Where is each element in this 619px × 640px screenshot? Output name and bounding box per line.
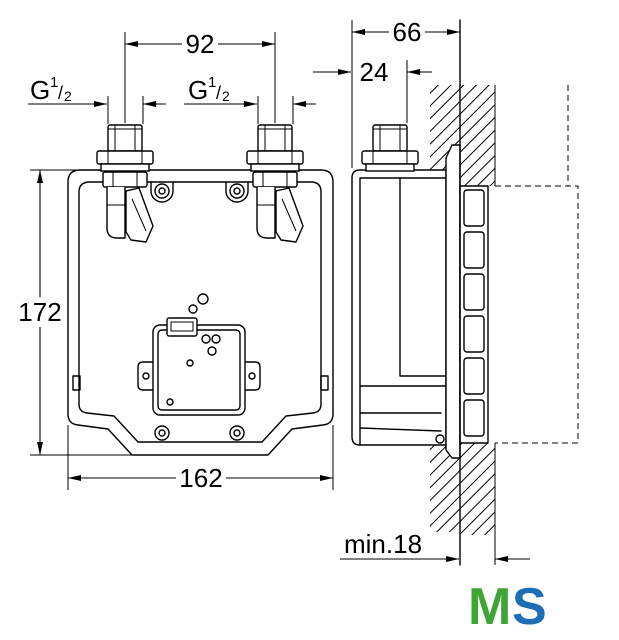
top-right-screw-boss bbox=[225, 181, 249, 203]
wall-hatch-right-top bbox=[460, 85, 495, 186]
thread-denominator: 2 bbox=[222, 88, 230, 104]
module-housing bbox=[152, 324, 246, 416]
plaster-guard-tab bbox=[463, 399, 485, 437]
dimension-label-66: 66 bbox=[393, 17, 422, 47]
plaster-guard-tab bbox=[463, 231, 485, 269]
thread-size-right: G 1 / 2 bbox=[184, 74, 316, 124]
dimension-label-min-18: min.18 bbox=[344, 529, 422, 559]
plaster-guard-tab bbox=[463, 189, 485, 227]
box-inner-outline bbox=[78, 181, 322, 443]
side-inlet-fitting bbox=[361, 124, 419, 172]
thread-letter: G bbox=[188, 75, 208, 105]
plaster-guard-tab bbox=[463, 357, 485, 395]
dimension-inlet-spacing: 92 bbox=[124, 29, 276, 123]
small-hole bbox=[188, 304, 198, 314]
dimension-depth: 66 bbox=[351, 17, 460, 168]
module-mount-right bbox=[243, 361, 261, 391]
electronic-module bbox=[137, 317, 261, 416]
side-view bbox=[351, 19, 579, 566]
thread-numerator: 1 bbox=[50, 74, 58, 91]
side-slot-left bbox=[72, 375, 81, 391]
small-hole bbox=[197, 293, 209, 305]
dimension-label-92: 92 bbox=[186, 29, 215, 59]
box-side-outline bbox=[351, 169, 447, 446]
thread-size-left: G 1 / 2 bbox=[28, 74, 166, 124]
dimension-label-162: 162 bbox=[179, 463, 222, 493]
thread-slash: / bbox=[216, 83, 221, 103]
thread-letter: G bbox=[30, 75, 50, 105]
logo-letter-m: M bbox=[468, 578, 511, 636]
wall-hatch-right-bottom bbox=[460, 443, 495, 535]
mounting-flange bbox=[445, 144, 461, 459]
dimension-min-depth: min.18 bbox=[340, 529, 530, 562]
dimension-label-172: 172 bbox=[18, 297, 61, 327]
dimension-label-24: 24 bbox=[360, 57, 389, 87]
dimension-height: 172 bbox=[18, 169, 132, 456]
brand-logo: M S bbox=[468, 578, 547, 636]
dimension-inlet-offset: 24 bbox=[313, 57, 432, 123]
top-left-screw-boss bbox=[150, 181, 174, 203]
bottom-left-screw bbox=[154, 425, 170, 441]
module-mount-left bbox=[137, 361, 155, 391]
box-outer-outline bbox=[67, 169, 334, 456]
plaster-guard-tab bbox=[463, 315, 485, 353]
dimension-width: 162 bbox=[67, 425, 334, 493]
cover-plate-hidden-outline bbox=[495, 185, 579, 444]
thread-slash: / bbox=[58, 83, 63, 103]
front-view bbox=[67, 124, 334, 456]
bottom-right-screw bbox=[229, 425, 245, 441]
logo-letter-s: S bbox=[512, 578, 547, 636]
thread-denominator: 2 bbox=[64, 88, 72, 104]
thread-numerator: 1 bbox=[208, 74, 216, 91]
plaster-guard-tab bbox=[463, 273, 485, 311]
side-slot-right bbox=[320, 375, 329, 391]
side-screw bbox=[435, 434, 445, 444]
